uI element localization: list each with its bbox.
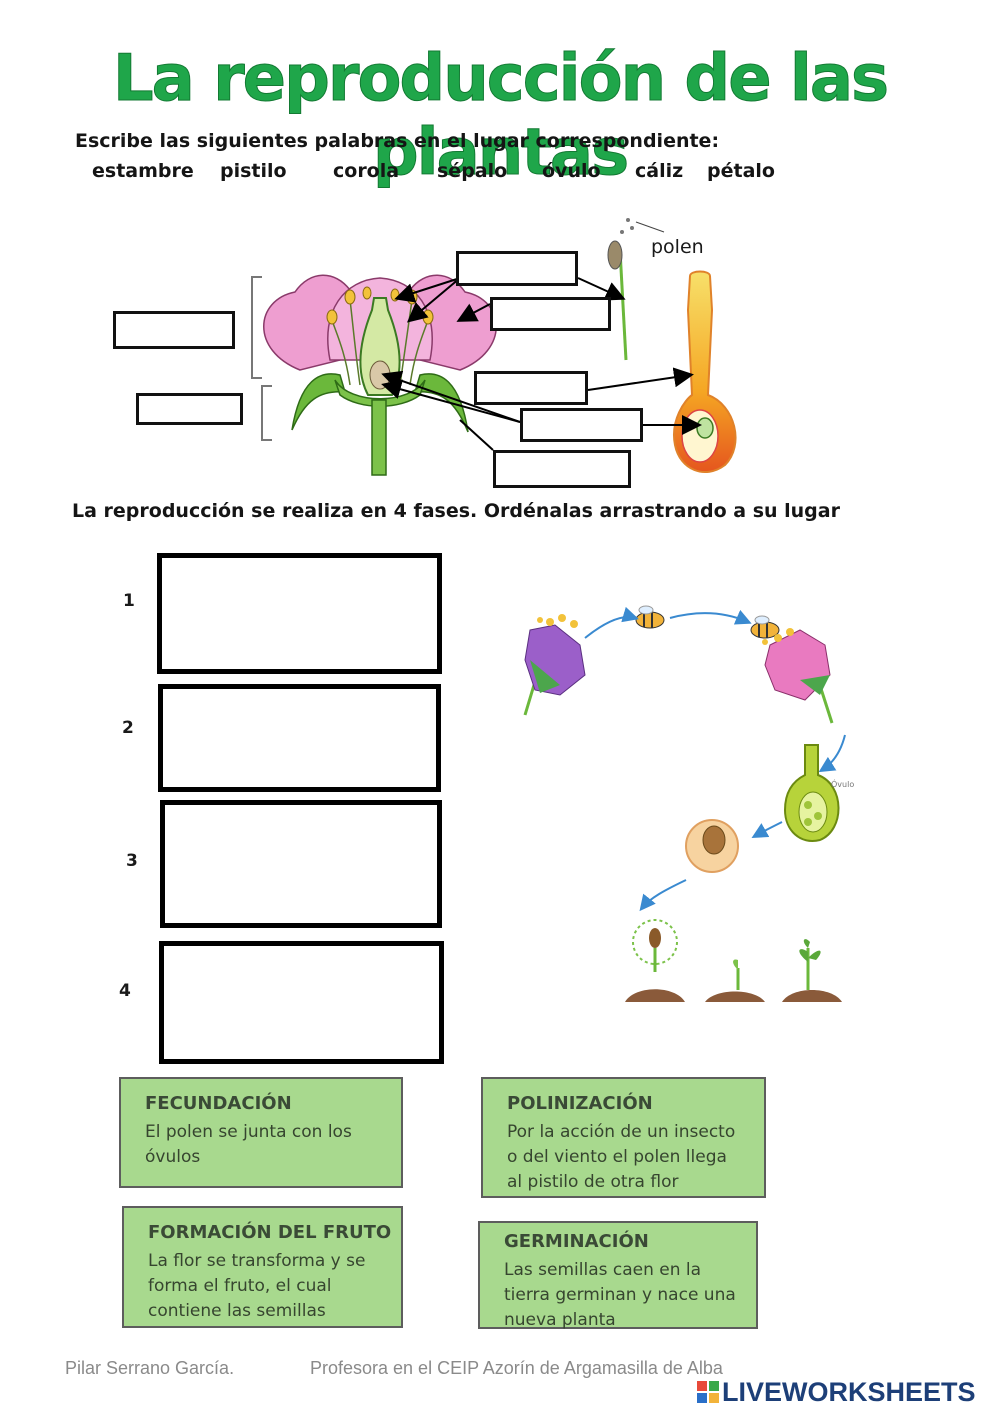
page-title: La reproducción de las plantas <box>112 42 889 191</box>
word-petalo[interactable]: pétalo <box>707 160 775 182</box>
card-title: GERMINACIÓN <box>504 1231 649 1252</box>
phase-drop-box-4[interactable] <box>159 941 444 1064</box>
label-box-corola[interactable] <box>113 311 235 349</box>
card-text: El polen se junta con los óvulos <box>145 1122 352 1167</box>
word-pistilo[interactable]: pistilo <box>220 160 287 182</box>
card-title: FORMACIÓN DEL FRUTO <box>148 1222 392 1243</box>
phase-drop-box-2[interactable] <box>158 684 441 792</box>
card-title: FECUNDACIÓN <box>145 1093 292 1114</box>
card-fecundacion[interactable]: FECUNDACIÓN El polen se junta con los óv… <box>119 1077 403 1188</box>
pollen-label: polen <box>651 236 704 258</box>
word-sepalo[interactable]: sépalo <box>437 160 508 182</box>
card-text: La flor se transforma y se forma el frut… <box>148 1251 366 1321</box>
card-polinizacion[interactable]: POLINIZACIÓN Por la acción de un insecto… <box>481 1077 766 1198</box>
label-box-ovulo[interactable] <box>520 408 643 442</box>
bee-icon <box>635 605 665 629</box>
word-caliz[interactable]: cáliz <box>635 160 684 182</box>
card-title: POLINIZACIÓN <box>507 1093 653 1114</box>
card-germinacion[interactable]: GERMINACIÓN Las semillas caen en la tier… <box>478 1221 758 1330</box>
reproduction-cycle-illustration <box>523 605 846 1002</box>
label-box-estambre[interactable] <box>456 251 578 286</box>
card-text: Por la acción de un insecto o del viento… <box>507 1122 736 1192</box>
label-box-pistilo[interactable] <box>474 371 588 405</box>
phase-drop-box-1[interactable] <box>157 553 442 674</box>
instructions-words: Escribe las siguientes palabras en el lu… <box>75 130 720 152</box>
word-ovulo[interactable]: óvulo <box>542 160 601 182</box>
instructions-phases: La reproducción se realiza en 4 fases. O… <box>72 500 840 522</box>
footer-author: Pilar Serrano García. <box>65 1358 235 1378</box>
liveworksheets-logo-icon <box>697 1381 719 1403</box>
phase-number-1: 1 <box>123 591 135 611</box>
label-box-petalo[interactable] <box>490 297 611 331</box>
phase-number-4: 4 <box>119 981 131 1001</box>
bee-icon <box>750 615 780 639</box>
label-box-sepalo[interactable] <box>493 450 631 488</box>
ovule-label: Óvulo <box>831 780 855 789</box>
footer-role: Profesora en el CEIP Azorín de Argamasil… <box>310 1358 723 1378</box>
phase-drop-box-3[interactable] <box>160 800 442 928</box>
brand-name: LIVEWORKSHEETS <box>722 1377 976 1407</box>
card-text: Las semillas caen en la tierra germinan … <box>504 1260 736 1330</box>
label-box-caliz[interactable] <box>136 393 243 425</box>
phase-number-2: 2 <box>122 718 134 738</box>
phase-number-3: 3 <box>126 851 138 871</box>
flower-diagram <box>251 218 737 476</box>
word-estambre[interactable]: estambre <box>92 160 194 182</box>
card-formacion-del-fruto[interactable]: FORMACIÓN DEL FRUTO La flor se transform… <box>122 1206 403 1328</box>
word-corola[interactable]: corola <box>333 160 400 182</box>
